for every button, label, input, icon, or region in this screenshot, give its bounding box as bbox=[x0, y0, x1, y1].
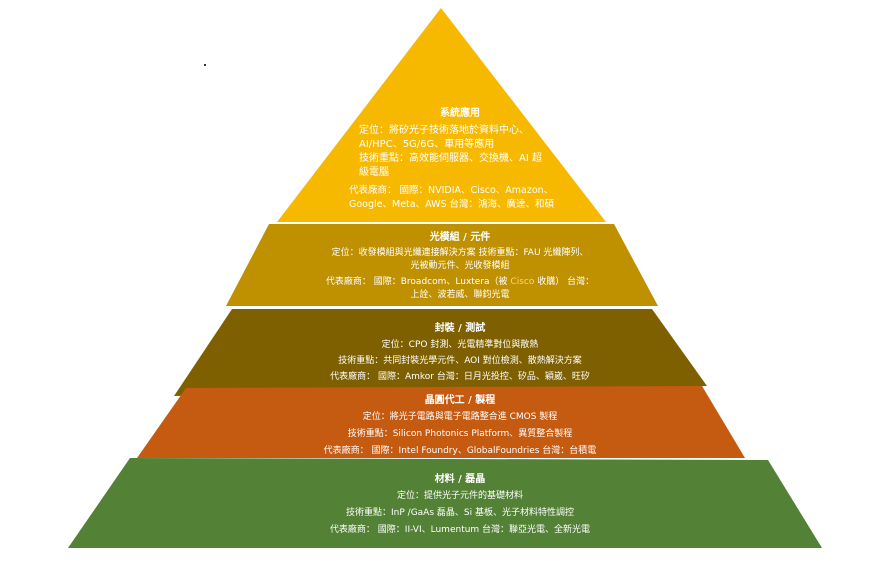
layer-text: 上詮、波若威、聯鈞光電 bbox=[410, 290, 510, 300]
layer-text: Google、Meta、AWS 台灣：鴻海、廣達、和碩 bbox=[349, 199, 555, 210]
layer-shape-module bbox=[226, 224, 658, 306]
layer-shape-material bbox=[68, 458, 822, 548]
layer-text: 技術重點：Silicon Photonics Platform、異質整合製程 bbox=[347, 429, 573, 439]
layer-material: 材料 / 磊晶 定位：提供光子元件的基礎材料 技術重點：InP /GaAs 磊晶… bbox=[270, 471, 650, 539]
layer-shape-system bbox=[277, 8, 606, 222]
layer-system: 系統應用 定位：將矽光子技術落地於資料中心、 AI/HPC、5G/6G、車用等應… bbox=[340, 106, 580, 212]
layer-text: 技術重點：高效能伺服器、交換機、AI 超 bbox=[359, 153, 542, 164]
layer-shape-foundry bbox=[137, 386, 745, 458]
layer-text: AI/HPC、5G/6G、車用等應用 bbox=[359, 139, 495, 150]
layer-title: 材料 / 磊晶 bbox=[434, 474, 486, 485]
layer-text: 光被動元件、光收發模組 bbox=[410, 261, 510, 271]
stray-dot bbox=[204, 64, 206, 66]
layer-title: 光模組 / 元件 bbox=[429, 232, 491, 243]
layer-packaging: 封裝 / 測試 定位：CPO 封測、光電精準對位與散熱 技術重點：共同封裝光學元… bbox=[280, 321, 640, 385]
layer-title: 封裝 / 測試 bbox=[434, 323, 486, 334]
layer-text: 代表廠商： 國際：Intel Foundry、GlobalFoundries 台… bbox=[323, 446, 597, 456]
layer-shape-packaging bbox=[174, 309, 707, 396]
layer-title: 系統應用 bbox=[440, 108, 480, 119]
layer-text: 級電腦 bbox=[359, 167, 389, 178]
layer-text: 代表廠商： 國際：NVIDIA、Cisco、Amazon、 bbox=[349, 185, 554, 196]
layer-text: 定位：收發模組與光纖連接解決方案 技術重點：FAU 光纖陣列、 bbox=[331, 248, 589, 258]
layer-text: 技術重點：InP /GaAs 磊晶、Si 基板、光子材料特性調控 bbox=[346, 508, 574, 518]
layer-text: 代表廠商： 國際：Broadcom、Luxtera（被 Cisco 收購） 台灣… bbox=[325, 277, 595, 287]
layer-text: 定位：將光子電路與電子電路整合進 CMOS 製程 bbox=[362, 412, 558, 422]
layer-foundry: 晶圓代工 / 製程 定位：將光子電路與電子電路整合進 CMOS 製程 技術重點：… bbox=[280, 392, 640, 460]
layer-text: 定位：CPO 封測、光電精準對位與散熱 bbox=[381, 340, 539, 350]
layer-text: 技術重點：共同封裝光學元件、AOI 對位檢測、散熱解決方案 bbox=[338, 356, 582, 366]
layer-text: 代表廠商： 國際：II-VI、Lumentum 台灣：聯亞光電、全新光電 bbox=[329, 525, 591, 535]
layer-module: 光模組 / 元件 定位：收發模組與光纖連接解決方案 技術重點：FAU 光纖陣列、… bbox=[290, 231, 630, 302]
layer-text: 代表廠商： 國際：Amkor 台灣：日月光投控、矽品、穎崴、旺矽 bbox=[330, 372, 590, 382]
layer-text: 定位：提供光子元件的基礎材料 bbox=[396, 491, 523, 501]
layer-title: 晶圓代工 / 製程 bbox=[424, 395, 496, 406]
layer-text: 定位：將矽光子技術落地於資料中心、 bbox=[359, 125, 529, 136]
